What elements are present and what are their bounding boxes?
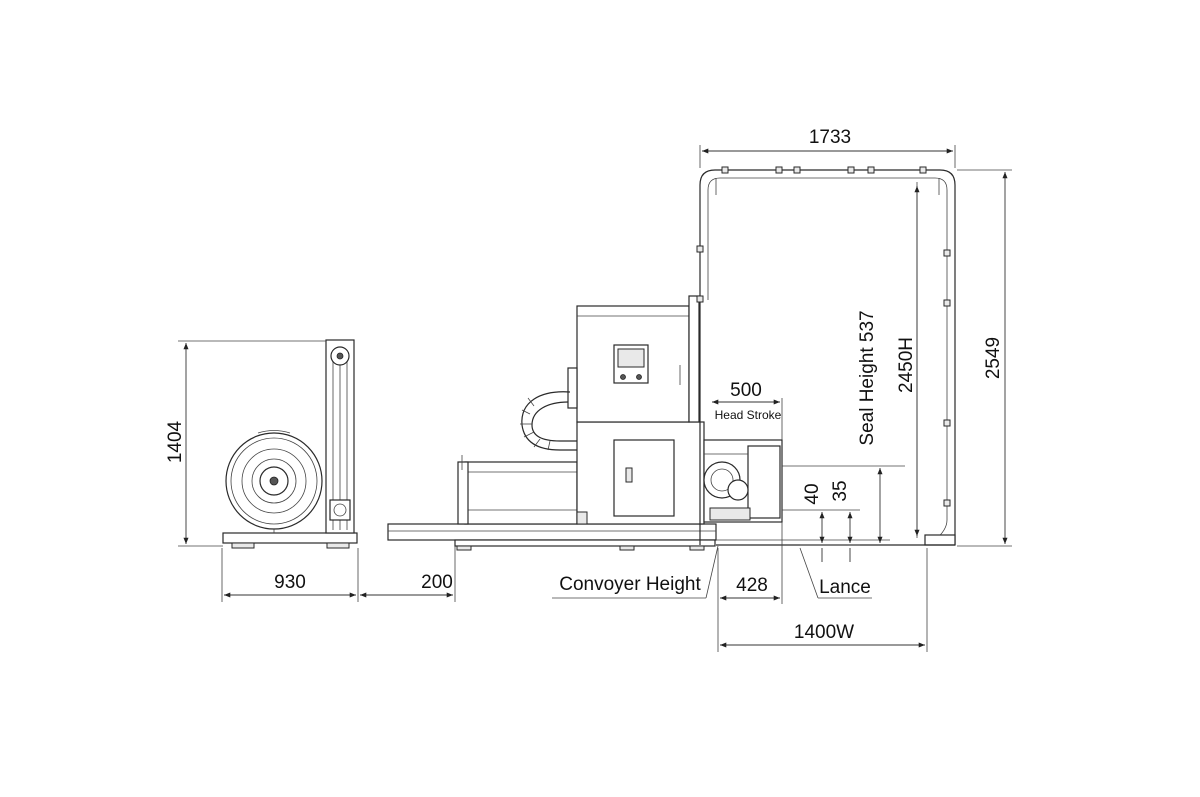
arch-frame [699, 169, 956, 545]
lance-label: Lance [819, 577, 871, 598]
gap-label: 200 [421, 572, 453, 593]
head-stroke-label: Head Stroke [715, 408, 782, 422]
dim-head-stroke: 500 Head Stroke [712, 380, 783, 440]
arch-width-label: 1400W [794, 622, 854, 643]
coil-height-label: 1404 [165, 420, 186, 463]
dim-coil-width: 930 [221, 548, 359, 602]
dim-total-height: 2549 [957, 169, 1012, 547]
coil-dispenser [222, 339, 358, 549]
coil-width-label: 930 [274, 572, 306, 593]
dim-arch-height: 2450H [896, 186, 920, 536]
arch-height-label: 2450H [896, 337, 917, 393]
dim-gap: 200 [360, 546, 456, 602]
offset-40-label: 40 [802, 483, 823, 504]
cable-chain [521, 391, 577, 451]
conveyor-height-label: Convoyer Height [559, 574, 701, 595]
dim-428: 428 [717, 522, 783, 652]
dim-frame-width: 1733 [699, 127, 956, 168]
dim-arch-width: 1400W [720, 548, 928, 652]
seal-height-label: Seal Height 537 [857, 310, 878, 445]
offset-35-label: 35 [830, 480, 851, 501]
cabinet-door [613, 439, 675, 517]
frame-width-label: 1733 [809, 127, 851, 148]
value-428-label: 428 [736, 575, 768, 596]
dim-offsets: 40 35 [782, 480, 860, 562]
lance-callout: Lance [799, 547, 872, 599]
dim-coil-height: 1404 [165, 340, 326, 547]
conveyor-height-callout: Convoyer Height [552, 545, 719, 599]
total-height-label: 2549 [983, 337, 1004, 379]
dim-seal-height: Seal Height 537 [782, 310, 905, 543]
head-stroke-value: 500 [730, 380, 762, 401]
